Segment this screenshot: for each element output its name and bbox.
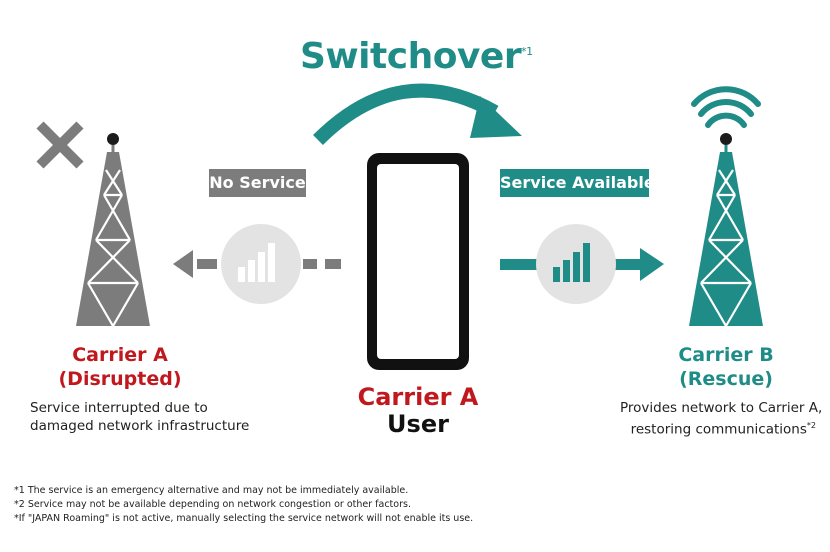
carrier-right-name-line2: (Rescue)	[679, 368, 773, 390]
signal-bars-icon	[536, 224, 616, 304]
carrier-left-description: Service interrupted due to damaged netwo…	[30, 399, 249, 435]
carrier-right-name: Carrier B (Rescue)	[646, 343, 806, 391]
page-title: Switchover*1	[300, 36, 533, 77]
signal-bars-icon	[221, 224, 301, 304]
carrier-right-name-line1: Carrier B	[678, 344, 774, 366]
carrier-left-name-line2: (Disrupted)	[58, 368, 182, 390]
footnote-3: *If "JAPAN Roaming" is not active, manua…	[14, 513, 474, 524]
wifi-waves-icon	[691, 86, 761, 128]
carrier-left-desc-line2: damaged network infrastructure	[30, 418, 250, 434]
no-service-badge: No Service	[209, 169, 306, 197]
carrier-right-desc-line2-wrap: restoring communications*2	[620, 417, 816, 439]
footnote-ref: *2	[806, 421, 816, 430]
footnote-ref: *1	[521, 45, 533, 58]
carrier-right-description: Provides network to Carrier A, restoring…	[620, 399, 823, 439]
broken-cell-tower-icon	[76, 133, 150, 327]
left-dashed-arrow	[173, 250, 341, 278]
carrier-left-desc-line1: Service interrupted due to	[30, 400, 208, 416]
smartphone-icon	[367, 153, 469, 370]
x-mark-icon	[36, 121, 84, 169]
footnote-1: *1 The service is an emergency alternati…	[14, 485, 409, 496]
user-label: User	[387, 410, 449, 438]
cell-tower-with-signal-icon	[689, 133, 763, 327]
footnote-2: *2 Service may not be available dependin…	[14, 499, 411, 510]
carrier-left-name: Carrier A (Disrupted)	[40, 343, 200, 391]
switchover-arrow	[313, 83, 522, 145]
carrier-right-desc-line1: Provides network to Carrier A,	[620, 400, 823, 416]
carrier-right-desc-line2: restoring communications	[630, 421, 807, 438]
right-arrow	[500, 248, 664, 281]
carrier-left-name-line1: Carrier A	[72, 344, 168, 366]
user-carrier-label: Carrier A	[357, 383, 479, 411]
footnotes: *1 The service is an emergency alternati…	[14, 484, 473, 526]
service-available-badge: Service Available	[500, 169, 655, 197]
